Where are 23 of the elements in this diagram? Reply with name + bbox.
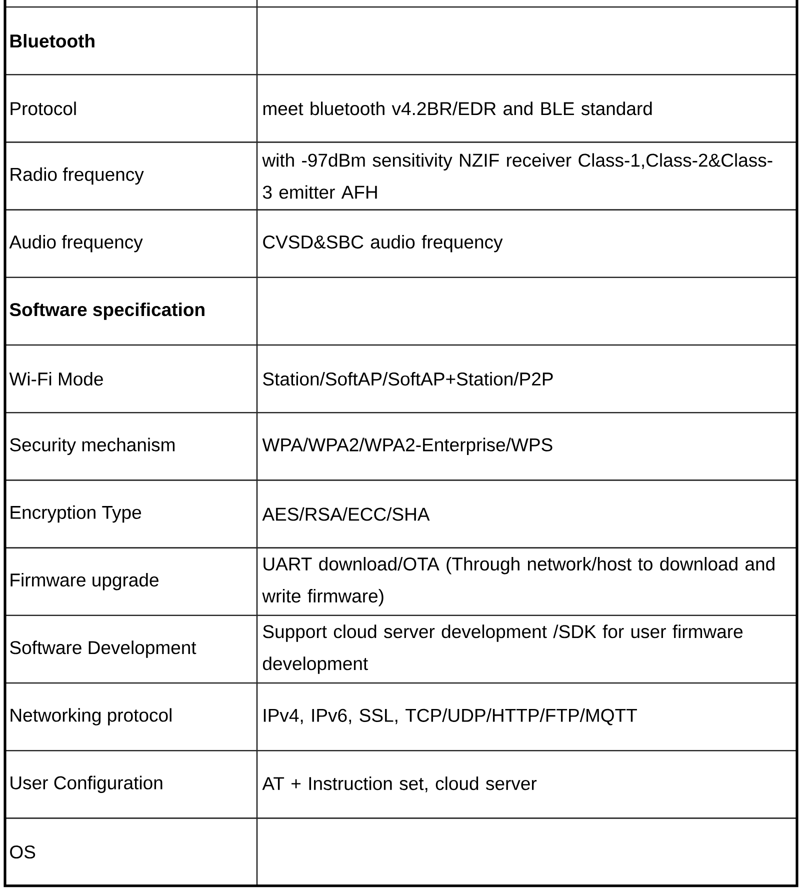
row-label: Wi-Fi Mode [9, 372, 103, 386]
row-label: Software Development [10, 640, 196, 658]
row-label: User Configuration [10, 776, 162, 794]
row-label: Radio frequency [10, 167, 144, 185]
spec-value: meet bluetooth v4.2BR/EDR and BLE standard [263, 102, 652, 116]
spec-value: AES/RSA/ECC/SHA [262, 507, 430, 521]
spec-value: IPv4, IPv6, SSL, TCP/UDP/HTTP/FTP/MQTT [264, 708, 637, 726]
row-label: Networking protocol [10, 708, 172, 726]
row-label: Audio frequency [9, 234, 143, 252]
spec-value: CVSD&SBC audio frequency [263, 234, 503, 252]
spec-value: with -97dBm sensitivity NZIF receiver Class-1,Class-2&Class-3 emitter AFH [262, 153, 772, 199]
row-label: Security mechanism [10, 438, 174, 456]
spec-value: UART download/OTA (Through network/host to download and write firmware) [262, 556, 774, 606]
row-label: OS [10, 845, 36, 859]
section-heading: Software specification [10, 302, 204, 320]
spec-value: WPA/WPA2/WPA2-Enterprise/WPS [262, 438, 552, 456]
row-label: Protocol [10, 102, 76, 116]
row-label: Encryption Type [10, 505, 142, 523]
spec-value: Support cloud server development /SDK for user firmware development [262, 624, 742, 674]
spec-value: Station/SoftAP/SoftAP+Station/P2P [263, 372, 553, 386]
spec-value: AT + Instruction set, cloud server [262, 776, 537, 792]
section-heading: Bluetooth [10, 34, 94, 48]
row-label: Firmware upgrade [10, 572, 158, 590]
